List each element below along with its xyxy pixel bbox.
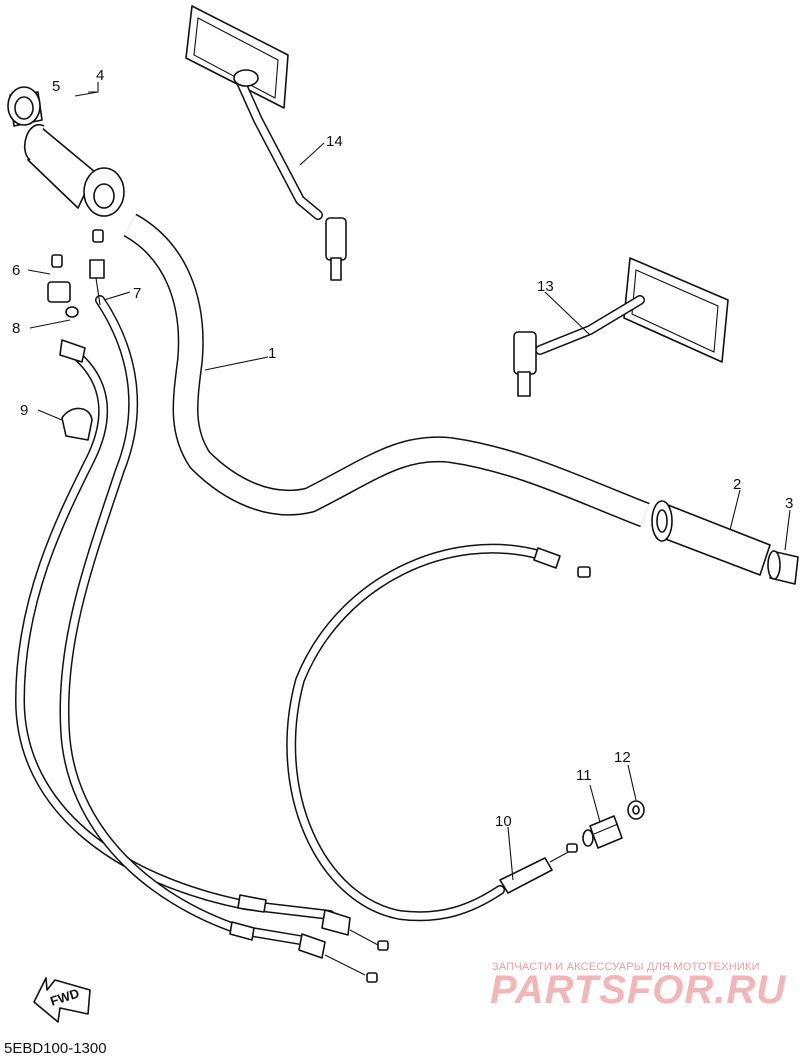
callout-labels: 1 2 3 4 5 6 7 8 9 10 11 12 13 14 xyxy=(12,67,793,830)
callout-8: 8 xyxy=(12,320,20,337)
cable-7 xyxy=(89,229,105,306)
watermark-logo: PARTSFOR.RU xyxy=(490,968,787,1012)
mirror-13 xyxy=(513,257,729,397)
callout-7: 7 xyxy=(133,285,141,302)
callout-14: 14 xyxy=(326,133,343,150)
clamp-9 xyxy=(61,407,93,441)
watermark-tagline: ЗАПЧАСТИ И АКСЕССУАРЫ ДЛЯ МОТОТЕХНИКИ xyxy=(492,961,760,973)
grip-2 xyxy=(651,500,771,576)
mirror-14 xyxy=(185,5,347,281)
callout-6: 6 xyxy=(12,262,20,279)
callout-10: 10 xyxy=(495,813,512,830)
screw-8 xyxy=(59,306,86,363)
cable-end-fittings xyxy=(229,894,389,983)
leader-lines xyxy=(27,82,791,881)
throttle-grip xyxy=(23,123,125,217)
adjuster-11 xyxy=(582,815,623,849)
grip-end-5 xyxy=(7,86,43,127)
clutch-cable xyxy=(286,543,591,922)
callout-2: 2 xyxy=(733,476,741,493)
callout-1: 1 xyxy=(268,345,276,362)
drawing-code: 5EBD100-1300 xyxy=(4,1040,107,1057)
holder-6 xyxy=(47,254,71,303)
throttle-cables xyxy=(14,295,335,945)
callout-5: 5 xyxy=(52,78,60,95)
handlebar xyxy=(123,213,650,528)
callout-12: 12 xyxy=(614,749,631,766)
callout-11: 11 xyxy=(576,767,592,784)
callout-4: 4 xyxy=(96,67,104,84)
callout-13: 13 xyxy=(537,278,554,295)
callout-3: 3 xyxy=(785,495,793,512)
callout-9: 9 xyxy=(20,402,28,419)
fwd-arrow-icon xyxy=(33,977,91,1023)
grip-end-3 xyxy=(767,550,799,585)
nut-12 xyxy=(627,800,645,820)
